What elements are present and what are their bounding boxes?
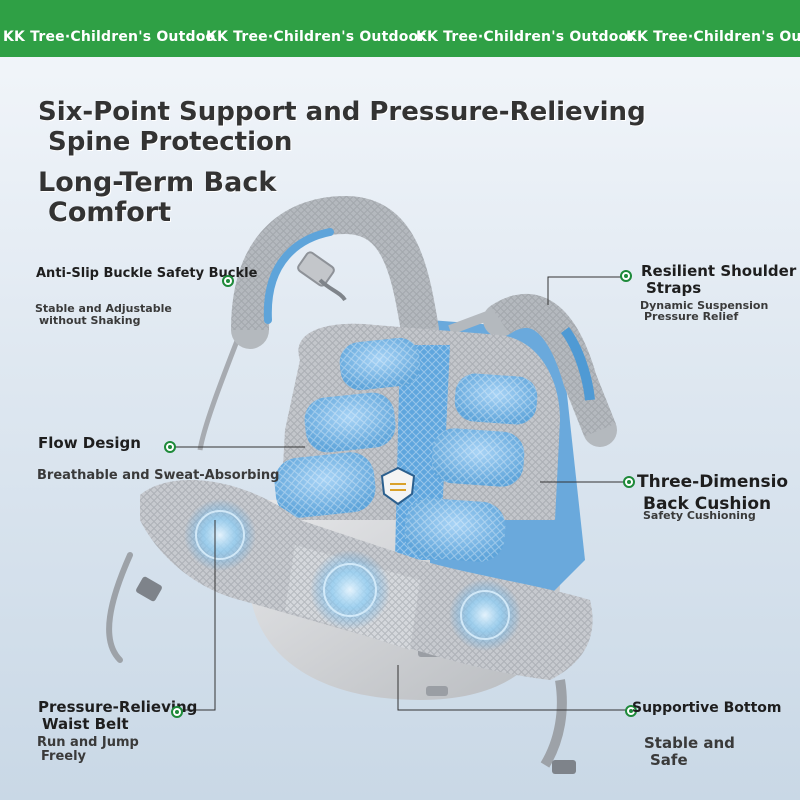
headline-line-2: Spine Protection bbox=[48, 127, 293, 157]
feature-bottom-sub-2: Safe bbox=[650, 751, 688, 769]
feature-buckle-title: Anti-Slip Buckle Safety Buckle bbox=[36, 266, 258, 281]
banner-segment: KK Tree·Children's Outdoor bbox=[206, 29, 426, 45]
feature-shoulder-sub-1: Dynamic Suspension bbox=[640, 299, 769, 312]
feature-cushion-sub: Safety Cushioning bbox=[643, 509, 756, 522]
brand-banner: KK Tree·Children's Outdoo KK Tree·Childr… bbox=[0, 0, 800, 57]
feature-flow-title: Flow Design bbox=[38, 434, 141, 452]
dangling-strap-right bbox=[540, 679, 567, 768]
banner-segment: KK Tree·Children's Outdoo bbox=[3, 29, 216, 45]
feature-shoulder-title-2: Straps bbox=[646, 279, 702, 297]
callout-dot bbox=[171, 706, 183, 718]
callout-dot bbox=[623, 476, 635, 488]
feature-waist-title-1: Pressure-Relieving bbox=[38, 698, 198, 716]
cushion-pads-left bbox=[274, 337, 421, 518]
banner-segment: KK Tree·Children's Outdoor bbox=[626, 29, 800, 45]
cushion-pads-right bbox=[404, 373, 538, 562]
dangling-strap-left bbox=[106, 552, 133, 663]
headline-line-3: Long-Term Back bbox=[38, 167, 277, 198]
feature-bottom-title: Supportive Bottom bbox=[632, 700, 782, 716]
headline-line-1: Six-Point Support and Pressure-Relieving bbox=[38, 97, 646, 127]
feature-waist-sub-2: Freely bbox=[41, 749, 87, 764]
feature-waist-title-2: Waist Belt bbox=[42, 715, 129, 733]
feature-shoulder-sub-2: Pressure Relief bbox=[644, 310, 739, 323]
callout-dot bbox=[625, 705, 637, 717]
callout-dot bbox=[164, 441, 176, 453]
feature-buckle-sub-1: Stable and Adjustable bbox=[35, 302, 172, 315]
feature-cushion-title-2: Back Cushion bbox=[643, 494, 772, 514]
banner-segment: KK Tree·Children's Outdoor bbox=[416, 29, 636, 45]
shield-icon bbox=[380, 466, 416, 506]
feature-shoulder-title-1: Resilient Shoulder bbox=[641, 262, 797, 280]
feature-waist-sub-1: Run and Jump bbox=[37, 735, 139, 750]
callout-dot bbox=[222, 275, 234, 287]
headline-line-4: Comfort bbox=[48, 197, 172, 228]
feature-bottom-sub-1: Stable and bbox=[644, 734, 735, 752]
pressure-relief-glows bbox=[184, 499, 521, 651]
callout-dot bbox=[620, 270, 632, 282]
feature-cushion-title-1: Three-Dimensio bbox=[637, 472, 789, 492]
callout-lines bbox=[170, 276, 630, 711]
feature-buckle-sub-2: without Shaking bbox=[39, 314, 141, 327]
safety-buckle bbox=[297, 251, 335, 287]
feature-flow-sub: Breathable and Sweat-Absorbing bbox=[37, 468, 280, 483]
